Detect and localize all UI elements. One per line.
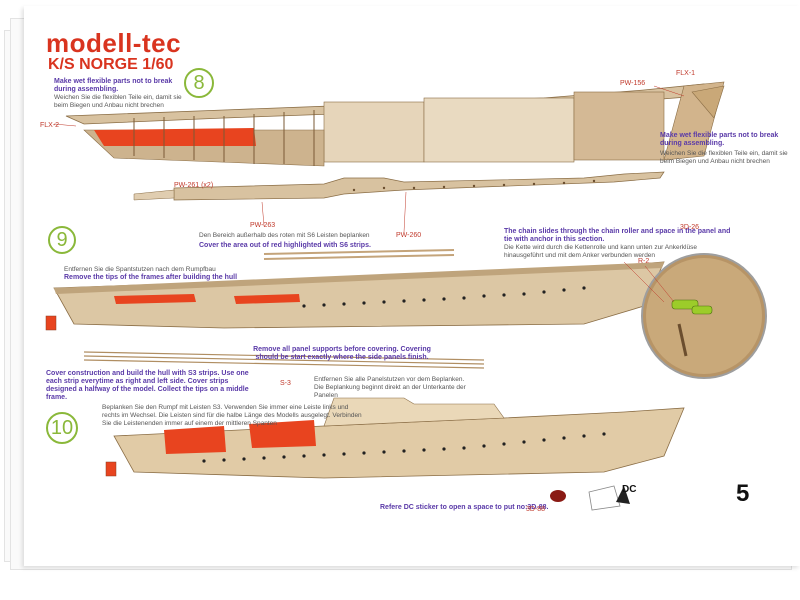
page-number: 5 — [736, 480, 750, 507]
label-pw260: PW-260 — [396, 232, 422, 239]
flex-note-en-left: Make wet flexible parts not to break dur… — [54, 78, 173, 93]
step10-hull — [105, 397, 685, 479]
step-8-badge: 8 — [184, 68, 214, 98]
instruction-page: modell-tec K/S NORGE 1/60 8 9 10 Make we… — [24, 6, 800, 566]
pw261-strip — [133, 171, 665, 201]
panel-note-de: Entfernen Sie alle Panelstutzen vor dem … — [314, 376, 466, 399]
model-title: K/S NORGE 1/60 — [48, 56, 174, 73]
label-flx1: FLX-1 — [676, 70, 696, 77]
label-3d88: 3D-88 — [526, 506, 546, 513]
step9-hull — [45, 261, 665, 331]
panel-note-en: Remove all panel supports before coverin… — [253, 346, 431, 361]
dc-note-en: Refere DC sticker to open a space to put… — [380, 504, 549, 511]
dc-sticker-label: DC — [622, 484, 637, 495]
cover-note-de: Den Bereich außerhalb des roten mit S6 L… — [199, 232, 370, 239]
step-10-badge: 10 — [46, 412, 78, 444]
flex-note-en-right: Make wet flexible parts not to break dur… — [660, 132, 779, 147]
label-s3: S-3 — [280, 380, 291, 387]
flex-note-de-right: Weichen Sie die flexiblen Teile ein, dam… — [660, 150, 788, 165]
remove-note-de: Entfernen Sie die Spantstutzen nach dem … — [64, 266, 216, 273]
step-9-badge: 9 — [48, 226, 76, 254]
label-pw156: PW-156 — [620, 80, 646, 87]
label-flx2: FLX-2 — [40, 122, 60, 129]
anchor-detail-circle — [641, 253, 767, 379]
chain-note-de: Die Kette wird durch die Kettenrolle und… — [504, 244, 697, 259]
flex-note-de-left: Weichen Sie die flexiblen Teile ein, dam… — [54, 94, 182, 109]
s6-strips — [263, 249, 455, 260]
label-r2: R-2 — [638, 258, 650, 265]
cover-note-en: Cover the area out of red highlighted wi… — [199, 242, 371, 249]
label-pw263: PW-263 — [250, 222, 276, 229]
ship-illustrations — [45, 81, 767, 511]
hull-note-de: Beplanken Sie den Rumpf mit Leisten S3. … — [102, 404, 362, 427]
chain-note-en: The chain slides through the chain rolle… — [504, 228, 731, 243]
remove-note-en: Remove the tips of the frames after buil… — [64, 274, 238, 281]
part-3d88 — [550, 485, 630, 511]
label-3d26: 3D-26 — [680, 224, 700, 231]
s3-strips — [83, 351, 485, 369]
step8-hull-frame — [65, 81, 725, 167]
hull-note-en: Cover construction and build the hull wi… — [46, 370, 249, 401]
brand-logo: modell-tec — [46, 28, 182, 58]
label-pw261: PW-261 (x2) — [174, 182, 214, 189]
